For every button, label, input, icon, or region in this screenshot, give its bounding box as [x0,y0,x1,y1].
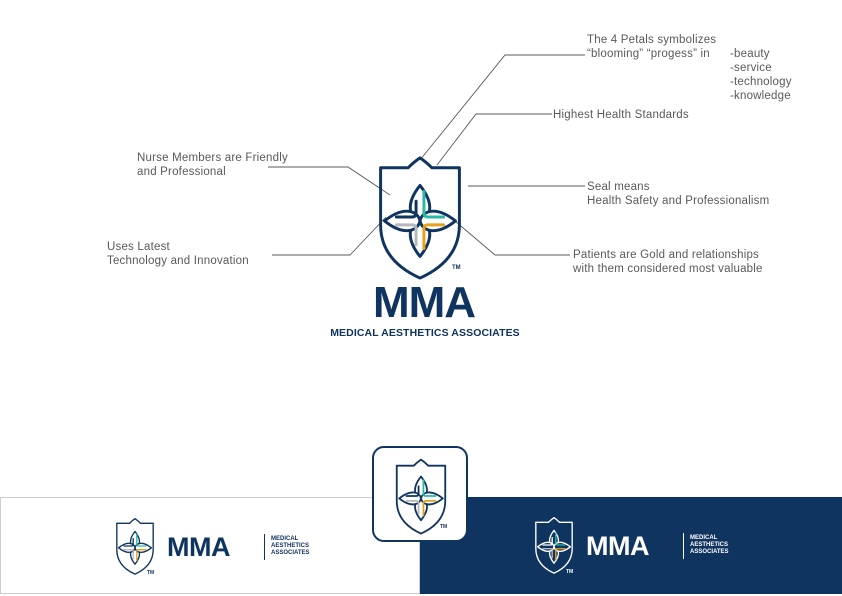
annotation-standards: Highest Health Standards [553,109,689,121]
annotation-petals-list: -beauty -service -technology -knowledge [730,48,792,102]
dark-wordmark: MMA [586,531,649,561]
main-wordmark: MMA [372,278,476,327]
dark-separator [683,533,684,559]
annotation-seal: Seal means Health Safety and Professiona… [587,181,770,207]
light-background-panel: TM MMA MEDICAL AESTHETICS ASSOCIATES [0,497,420,594]
light-separator [264,534,265,560]
annotation-nurse: Nurse Members are Friendly and Professio… [137,152,288,178]
app-icon-trademark: TM [440,524,448,530]
trademark-symbol: TM [452,265,461,271]
annotation-patients: Patients are Gold and relationships with… [573,249,763,275]
dark-trademark: TM [566,569,574,575]
leader-line-petals [419,54,585,161]
leader-line-standards [436,113,552,166]
leader-line-patients [454,220,570,256]
light-tagline: MEDICAL AESTHETICS ASSOCIATES [271,536,310,556]
dark-tagline: MEDICAL AESTHETICS ASSOCIATES [690,535,729,555]
leader-line-technology [272,216,387,256]
dark-logo-mark [526,515,582,580]
dark-background-panel: TM MMA MEDICAL AESTHETICS ASSOCIATES [420,497,842,594]
app-icon: TM [372,446,468,542]
leader-line-nurse [268,166,391,196]
main-tagline: MEDICAL AESTHETICS ASSOCIATES [330,327,520,339]
main-logo-mark [355,152,485,287]
annotation-technology: Uses Latest Technology and Innovation [107,241,249,267]
light-wordmark: MMA [167,532,230,562]
annotation-petals: The 4 Petals symbolizes “blooming” “prog… [587,34,717,60]
light-logo-mark [107,516,163,581]
light-trademark: TM [147,570,155,576]
